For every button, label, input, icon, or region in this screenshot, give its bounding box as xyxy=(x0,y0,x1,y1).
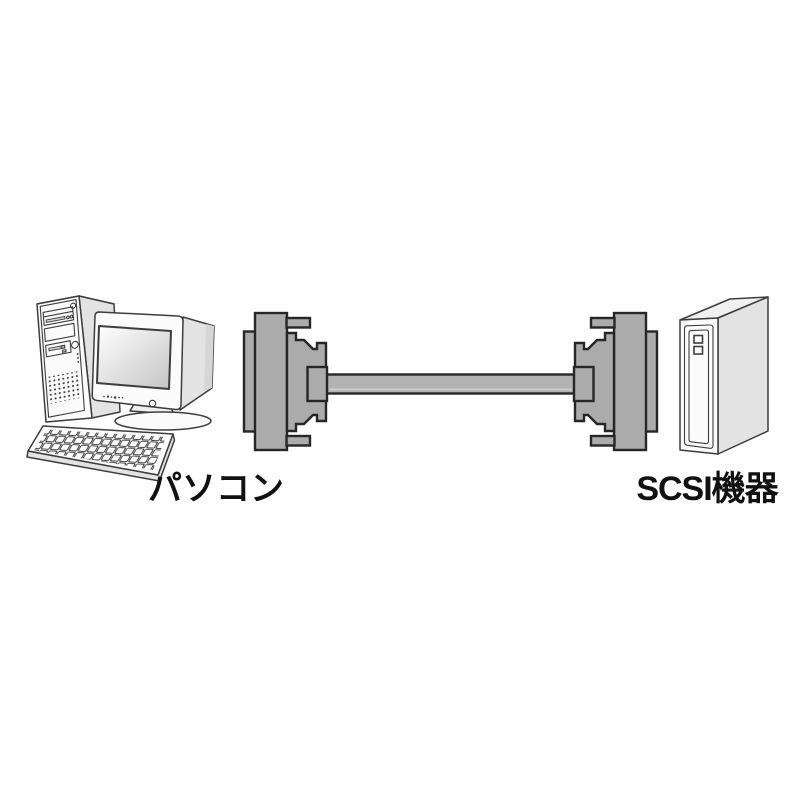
connector-body xyxy=(253,311,289,452)
tower-front-details xyxy=(39,299,85,418)
tower-led-dots xyxy=(76,353,80,363)
floppy-drive xyxy=(45,340,72,358)
computer-label: パソコン xyxy=(148,470,284,508)
enclosure-bezel-outer xyxy=(683,324,714,449)
cable-connector-right xyxy=(572,311,659,452)
monitor-screen xyxy=(96,325,172,390)
scsi-device-label: SCSI機器 xyxy=(636,470,778,508)
keyboard-keys xyxy=(34,429,166,470)
tower-front-bezel xyxy=(39,299,85,418)
drive-bay xyxy=(43,322,76,342)
keyboard xyxy=(26,425,176,482)
connector-screw-top xyxy=(285,316,312,329)
monitor-logo xyxy=(103,395,124,399)
connector-mating-face xyxy=(242,330,257,433)
cdrom-drive xyxy=(42,306,75,326)
enclosure-bezel-inner xyxy=(688,329,710,445)
monitor-power-button xyxy=(148,399,157,408)
enclosure-side-face xyxy=(717,296,769,455)
cable-wire xyxy=(324,373,577,395)
monitor-stand xyxy=(114,403,212,431)
monitor-rear-shade xyxy=(204,324,214,391)
tower-vent-grid xyxy=(48,370,82,404)
monitor-stand-base xyxy=(114,411,212,431)
computer-illustration xyxy=(26,295,215,482)
tower-power-button xyxy=(71,340,79,349)
enclosure-indicator-lights xyxy=(693,334,704,355)
connector-screw-bottom xyxy=(285,434,312,447)
crt-monitor xyxy=(91,311,215,411)
scsi-cable xyxy=(242,311,659,452)
cable-connector-left xyxy=(242,311,329,452)
connector-boot xyxy=(306,365,329,403)
scsi-enclosure xyxy=(679,296,769,455)
